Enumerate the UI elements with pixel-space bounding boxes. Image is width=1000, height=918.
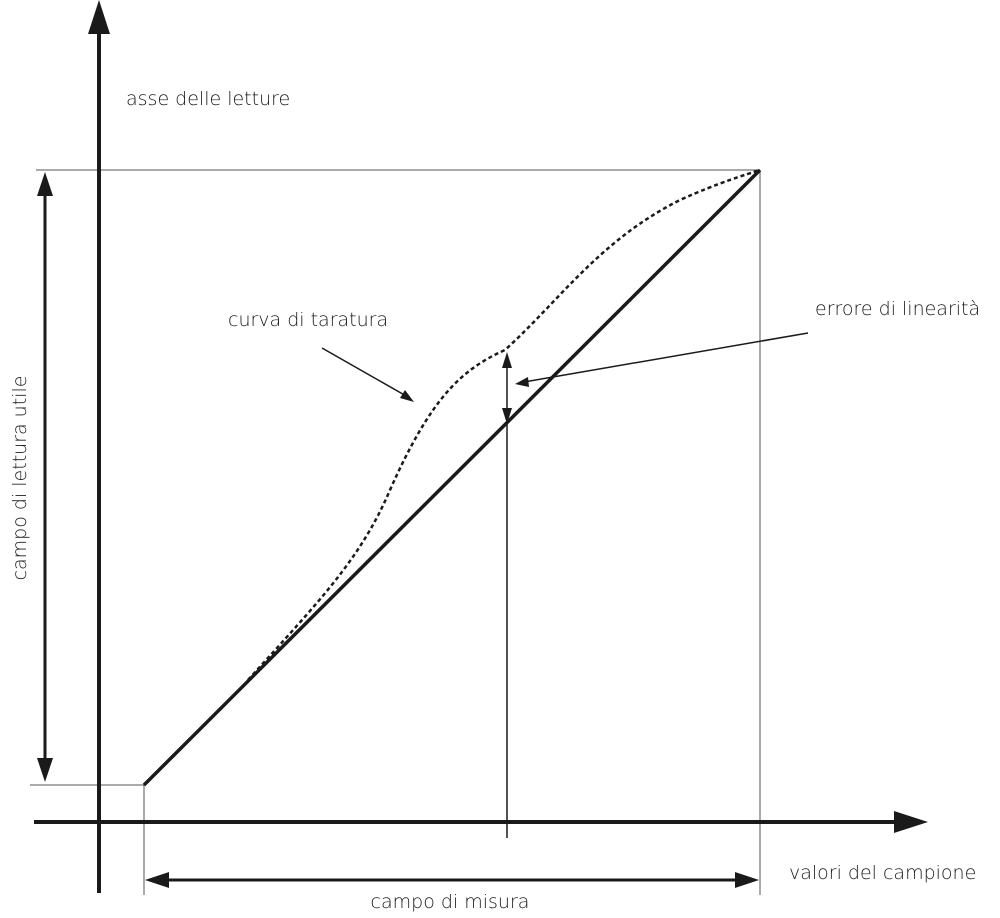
reading-range-arrow [37,172,53,782]
calibration-pointer [321,347,414,402]
measuring-range-label: campo di misura [371,891,530,913]
calibration-curve-label: curva di taratura [228,309,388,331]
reading-range-arrowhead-bottom [37,758,53,782]
reading-range-label: campo di lettura utile [9,376,31,581]
y-axis-label: asse delle letture [126,88,290,110]
guide-lines [30,169,761,895]
calibration-pointer-arrowhead [400,390,414,402]
calibration-curve [247,168,761,681]
axes [34,0,928,893]
error-arrowhead-top [502,352,512,368]
measuring-range-arrow [145,872,759,888]
reading-range-arrowhead-top [37,172,53,196]
linearity-error-label: errore di linearità [815,298,980,320]
x-axis-label: valori del campione [789,862,976,884]
x-axis-arrowhead [894,811,928,833]
measuring-range-arrowhead-right [735,872,759,888]
error-arrowhead-bottom [502,408,512,424]
linearity-pointer-arrowhead [515,377,529,387]
measuring-range-arrowhead-left [145,872,169,888]
y-axis-arrowhead [88,0,110,34]
linearity-pointer [515,332,809,387]
linearity-error-marker [502,352,512,838]
ideal-line [142,168,762,787]
